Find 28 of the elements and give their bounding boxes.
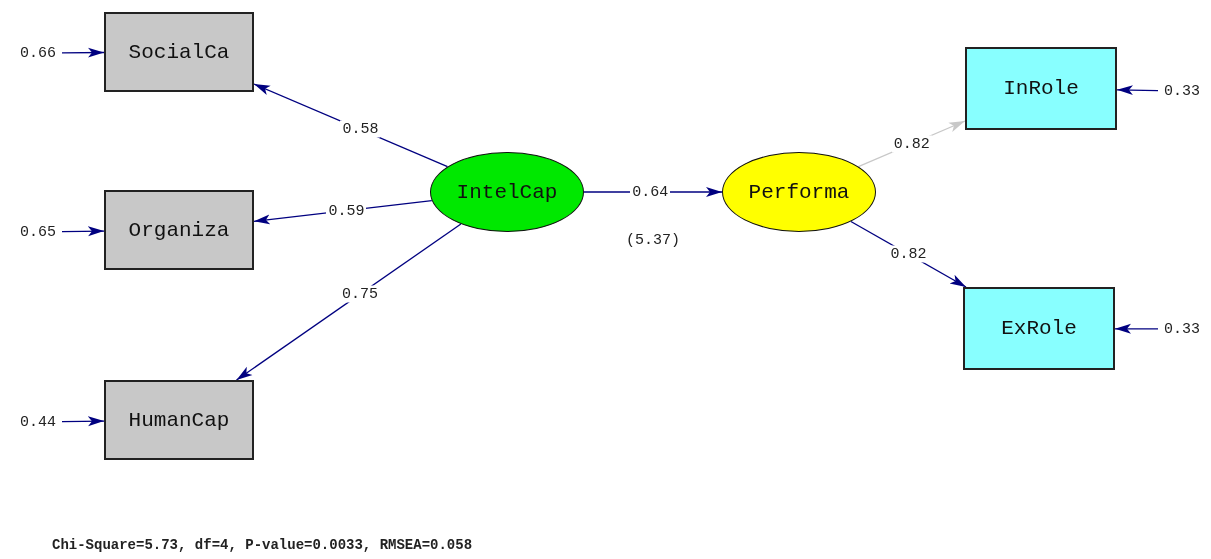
variable-box [963, 287, 1115, 370]
variable-name: Performa [748, 180, 850, 204]
edge-label: 0.82 [888, 245, 929, 263]
variable-name: ExRole [1001, 317, 1077, 340]
variable-name: HumanCap [128, 408, 230, 432]
edge-label: 0.58 [340, 120, 381, 138]
variable-name: IntelCap [456, 180, 558, 204]
arrow [1114, 323, 1159, 334]
arrow [61, 416, 105, 427]
variable-name: SocialCa [128, 40, 230, 64]
fit-statistics-caption: Chi-Square=5.73, df=4, P-value=0.0033, RMSEA=0.058 [52, 537, 473, 553]
variable-box [104, 190, 254, 270]
error-variance-label: 0.33 [1154, 80, 1210, 102]
arrow [235, 223, 462, 381]
variable-box [104, 380, 254, 460]
arrow [61, 47, 105, 58]
variable-name: Organiza [128, 218, 230, 242]
error-variance-label: 0.66 [10, 42, 66, 64]
error-variance-label: 0.33 [1154, 318, 1210, 340]
variable-name: InRole [1003, 77, 1079, 100]
error-variance-label: 0.44 [10, 411, 66, 433]
variable-box [965, 47, 1117, 130]
arrow [1116, 85, 1159, 96]
variable-box [104, 12, 254, 92]
arrow [61, 226, 105, 237]
edge-label: 0.82 [891, 135, 932, 153]
edge-label: 0.75 [339, 285, 380, 303]
error-variance-label: 0.65 [10, 221, 66, 243]
